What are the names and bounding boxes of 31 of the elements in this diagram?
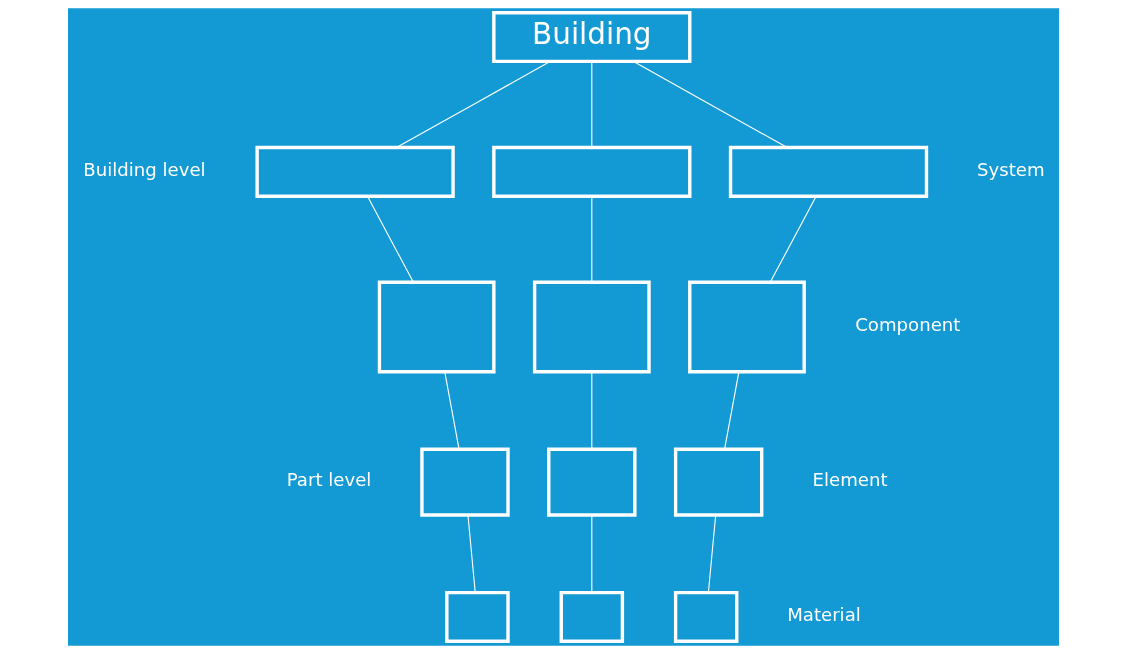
node-box — [420, 447, 510, 517]
connector — [591, 514, 593, 593]
node-box — [728, 145, 929, 198]
connector — [769, 195, 817, 283]
node-box — [547, 447, 637, 517]
label: Building level — [83, 159, 206, 181]
node-box — [688, 280, 806, 374]
node-box — [377, 280, 496, 374]
node-box — [445, 590, 510, 643]
node-box — [673, 447, 764, 517]
node-box — [673, 590, 739, 643]
connector — [591, 195, 593, 283]
connector — [707, 514, 717, 593]
label: Element — [812, 469, 888, 491]
node-box — [492, 145, 692, 198]
label: Component — [855, 314, 961, 336]
connector — [396, 61, 551, 148]
node-box — [255, 145, 455, 198]
node-box — [532, 280, 651, 374]
connector — [444, 371, 460, 450]
connector — [724, 371, 740, 450]
label: System — [977, 159, 1045, 181]
connector — [467, 514, 476, 593]
node-box — [559, 590, 625, 643]
node-box: Building — [492, 11, 692, 64]
connector — [591, 61, 593, 148]
label: Material — [787, 604, 861, 626]
connector — [633, 61, 788, 148]
connector — [591, 371, 593, 450]
label: Part level — [286, 469, 372, 491]
connector — [366, 195, 414, 283]
